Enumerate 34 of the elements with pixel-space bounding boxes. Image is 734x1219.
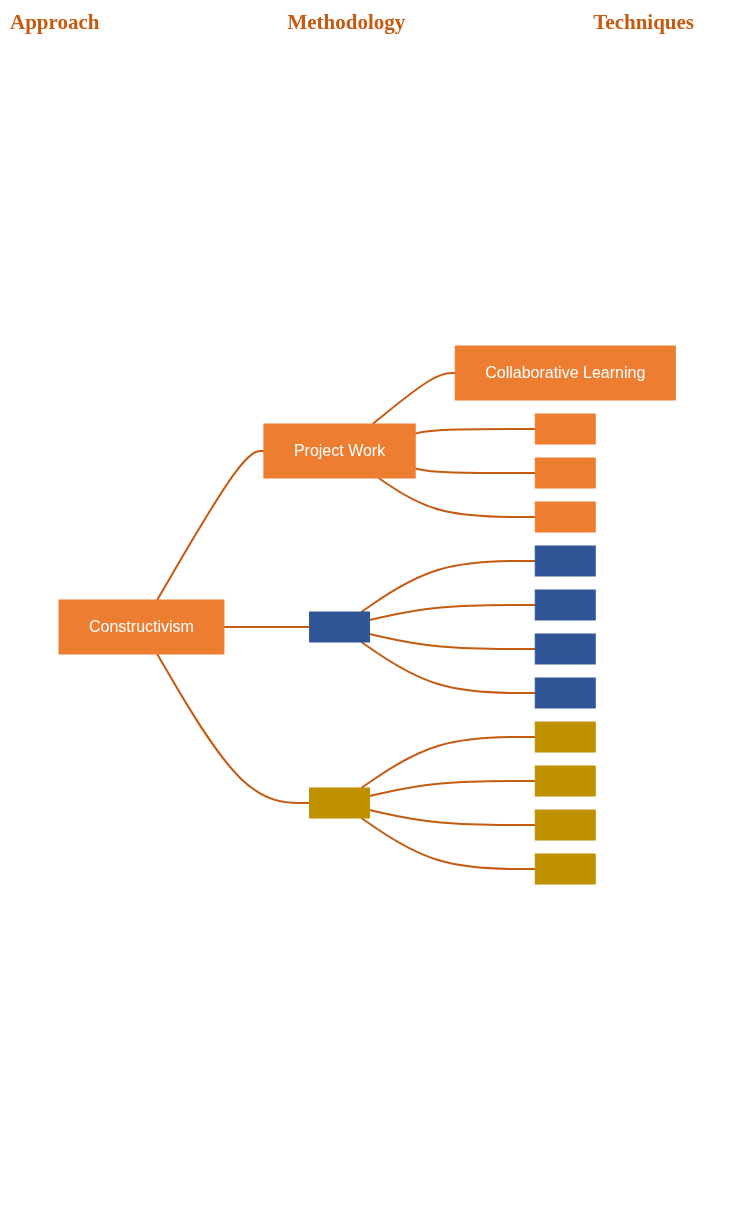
node-box <box>534 853 596 885</box>
node-box <box>534 677 596 709</box>
node-box <box>534 721 596 753</box>
node-box <box>534 589 596 621</box>
node-box <box>534 809 596 841</box>
node-box <box>534 413 596 445</box>
connector <box>360 560 537 613</box>
column-heading: Approach <box>10 10 100 35</box>
node-box <box>534 457 596 489</box>
node-box: Collaborative Learning <box>454 345 676 401</box>
connector <box>414 467 537 474</box>
connector <box>368 632 537 650</box>
node-box <box>534 545 596 577</box>
connector <box>222 626 311 628</box>
column-heading: Techniques <box>593 10 694 35</box>
connector <box>360 817 537 870</box>
node-box <box>534 765 596 797</box>
connector <box>156 653 311 804</box>
node-box <box>534 633 596 665</box>
connector <box>368 604 537 622</box>
connector <box>368 780 537 798</box>
connector <box>414 428 537 435</box>
node-box: Project Work <box>263 423 416 479</box>
node-box <box>534 501 596 533</box>
node-box: Constructivism <box>58 599 225 655</box>
connector <box>360 641 537 694</box>
connector <box>377 477 537 518</box>
connector <box>368 808 537 826</box>
connector <box>371 372 457 425</box>
connector <box>156 450 265 601</box>
node-box <box>308 787 370 819</box>
node-box <box>308 611 370 643</box>
connector <box>360 736 537 789</box>
column-heading: Methodology <box>287 10 406 35</box>
